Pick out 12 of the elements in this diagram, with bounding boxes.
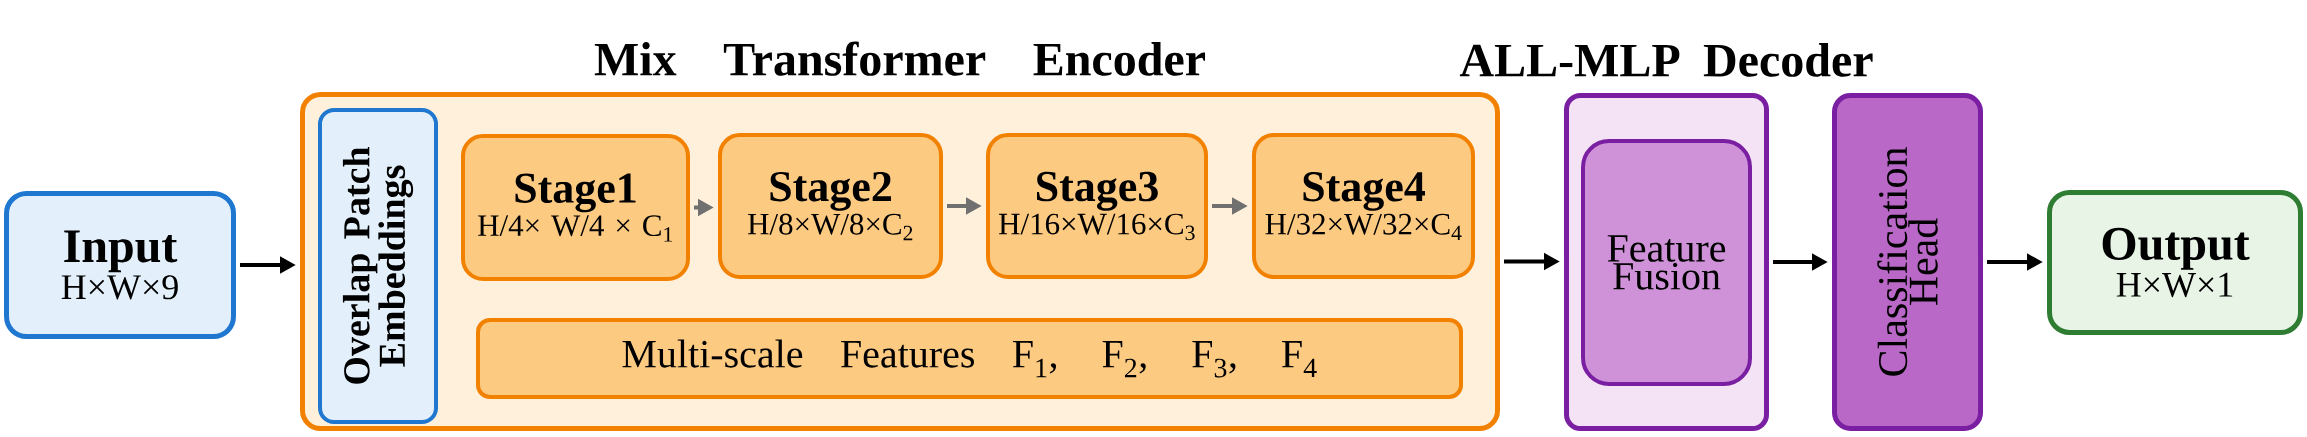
feature-bar: Multi-scale Features F$_{1}$, F$_{2}$, F$_{3}$, F$_{4}$ [476, 318, 1463, 399]
head-box: Classification Head [1832, 93, 1983, 431]
stage-box: Stage2 H/8×W/8×C$_{2}$ [718, 133, 943, 279]
fusion-box: Feature Fusion [1581, 139, 1752, 386]
stage-box: Stage3 H/16×W/16×C$_{3}$ [986, 133, 1208, 279]
stage-box: Stage4 H/32×W/32×C$_{4}$ [1252, 133, 1475, 279]
embedding-box: Overlap Patch Embeddings [318, 108, 438, 424]
stage-box: Stage1 H/4× W/4 × C$_{1}$ [461, 134, 690, 281]
output-box: Output H×W×1 [2047, 190, 2303, 335]
input-box: Input H×W×9 [4, 191, 236, 339]
node-label: Mix Transformer Encoder [594, 41, 1206, 76]
node-label: ALL-MLP Decoder [1459, 43, 1873, 77]
